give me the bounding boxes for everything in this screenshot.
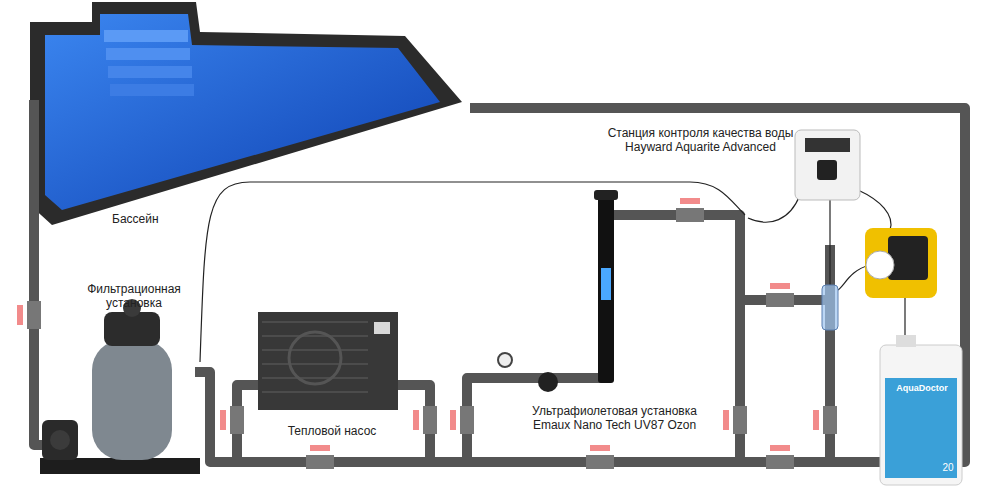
- canister-cap: [896, 335, 916, 347]
- valve-handle: [413, 410, 419, 430]
- component-label: Ультрафиолетовая установка Emaux Nano Te…: [512, 404, 717, 432]
- valve-body: [230, 406, 244, 434]
- grille-line: [262, 349, 368, 351]
- dosing-pump: [865, 228, 937, 298]
- wire: [858, 190, 891, 230]
- ball-valve: [17, 301, 41, 329]
- probe: [822, 285, 838, 330]
- valve-handle: [17, 305, 23, 325]
- canister-label: [885, 378, 957, 478]
- filter-base: [40, 458, 200, 474]
- fan-logo: [289, 332, 341, 384]
- component-label: Тепловой насос: [272, 424, 392, 438]
- valve-body: [423, 406, 437, 434]
- pool-step: [106, 48, 190, 60]
- filter-tank: [92, 340, 172, 460]
- valve-handle: [770, 283, 790, 289]
- wire: [829, 200, 830, 285]
- wire: [200, 182, 745, 362]
- grille-line: [262, 391, 368, 393]
- valve-handle: [310, 445, 330, 451]
- heat-pump-body: [258, 312, 398, 410]
- uv-cap: [594, 190, 618, 200]
- valve-body: [27, 301, 41, 329]
- grille-line: [262, 377, 368, 379]
- valve-handle: [590, 445, 610, 451]
- ball-valve: [766, 445, 794, 469]
- station-logo: [817, 160, 837, 180]
- wire: [748, 195, 800, 222]
- valve-body: [586, 455, 614, 469]
- pipe: [34, 100, 60, 445]
- ball-valve: [813, 406, 837, 434]
- pressure-gauge: [498, 353, 512, 367]
- valve-handle: [220, 410, 226, 430]
- valve-body: [460, 406, 474, 434]
- ball-valve: [723, 406, 747, 434]
- valve-handle: [770, 445, 790, 451]
- pool-water: [45, 14, 440, 210]
- ball-valve: [676, 198, 704, 222]
- uv-tube: [598, 195, 614, 383]
- station-screen: [805, 138, 850, 152]
- component-label: Фильтрационная установка: [78, 282, 190, 310]
- valve-body: [823, 406, 837, 434]
- canister: [880, 345, 962, 485]
- ball-valve: [766, 283, 794, 307]
- pump-head: [866, 251, 894, 279]
- ball-valve: [220, 406, 244, 434]
- uv-display: [601, 268, 611, 300]
- pump-motor: [50, 430, 70, 450]
- valve-handle: [723, 410, 729, 430]
- valve-body: [676, 208, 704, 222]
- heat-pump-panel: [374, 322, 390, 334]
- heat-pump-grille: [262, 322, 368, 392]
- component-label: Станция контроля качества воды Hayward A…: [598, 126, 803, 154]
- ball-valve: [586, 445, 614, 469]
- pool-step: [110, 84, 194, 96]
- volume-label: 20: [938, 462, 958, 474]
- filter-pump: [42, 420, 78, 460]
- pipe: [195, 108, 965, 462]
- filter-valve: [104, 312, 160, 346]
- ball-valve: [413, 406, 437, 434]
- component-label: Бассейн: [112, 212, 202, 226]
- valve-handle: [450, 410, 456, 430]
- dosing-panel: [888, 236, 928, 280]
- valve-body: [766, 455, 794, 469]
- grille-line: [262, 321, 368, 323]
- brand-label: AquaDoctor: [886, 383, 958, 394]
- pool-step: [108, 66, 192, 78]
- grille-line: [262, 363, 368, 365]
- valve-handle: [813, 410, 819, 430]
- valve-handle: [680, 198, 700, 204]
- pool-rim: [30, 2, 462, 225]
- valve-body: [306, 455, 334, 469]
- valve-body: [733, 406, 747, 434]
- ball-valve: [450, 406, 474, 434]
- valve-body: [766, 293, 794, 307]
- pool-step: [104, 30, 188, 42]
- control-station: [795, 130, 860, 200]
- grille-line: [262, 335, 368, 337]
- pipe-network: [34, 100, 965, 462]
- flow-meter: [538, 372, 558, 392]
- ball-valve: [306, 445, 334, 469]
